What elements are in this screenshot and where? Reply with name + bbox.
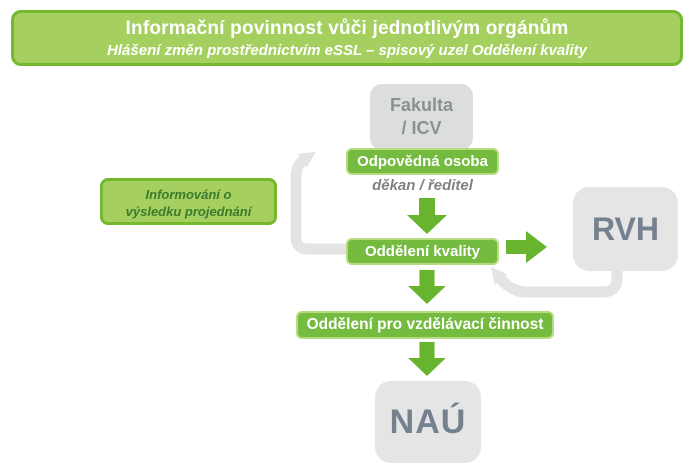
- page-subtitle: Hlášení změn prostřednictvím eSSL – spis…: [107, 42, 587, 59]
- node-nau: NAÚ: [375, 381, 481, 463]
- note-line2: výsledku projednání: [125, 204, 252, 219]
- node-oddeleni-vzdelavaci: Oddělení pro vzdělávací činnost: [296, 311, 554, 339]
- node-fakulta-icv: Fakulta / ICV: [370, 84, 473, 150]
- fakulta-label-line1: Fakulta: [389, 95, 454, 115]
- node-rvh: RVH: [573, 187, 678, 271]
- header-banner: Informační povinnost vůči jednotlivým or…: [11, 10, 683, 66]
- dekan-reditel-label: děkan / ředitel: [372, 177, 473, 194]
- node-oddeleni-kvality: Oddělení kvality: [346, 238, 499, 265]
- node-odpovedna-osoba: Odpovědná osoba: [346, 148, 499, 175]
- rvh-return-arrow-icon: [490, 262, 623, 298]
- note-informovani: Informování o výsledku projednání: [100, 178, 277, 225]
- arrow-down-icon-1: [407, 198, 447, 234]
- fakulta-label-line2: / ICV: [401, 118, 442, 138]
- page-title: Informační povinnost vůči jednotlivým or…: [125, 18, 569, 39]
- arrow-right-icon: [506, 231, 547, 263]
- feedback-loop-arrow-icon: [290, 151, 350, 255]
- arrow-down-icon-3: [408, 342, 446, 376]
- arrow-down-icon-2: [408, 270, 446, 304]
- note-line1: Informování o: [145, 187, 232, 202]
